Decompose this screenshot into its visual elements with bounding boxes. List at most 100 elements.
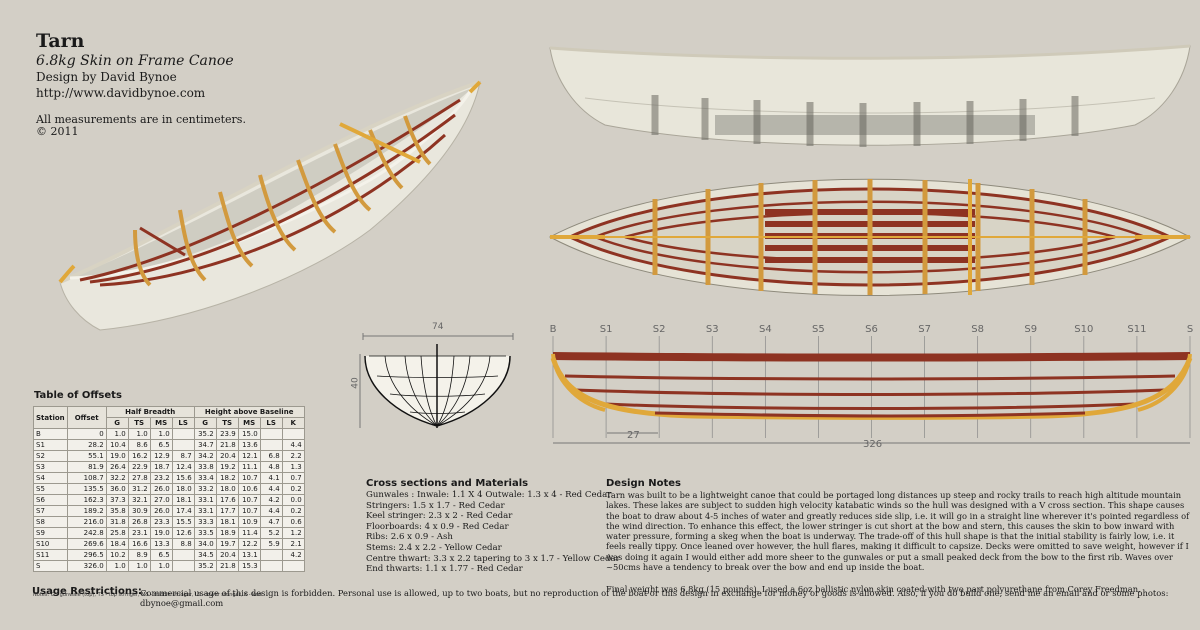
sub-header-5: TS [215, 417, 239, 429]
table-cell: S1 [33, 439, 68, 451]
table-cell: 8.8 [171, 538, 195, 550]
station-label: S9 [1024, 324, 1037, 335]
table-cell: 15.0 [237, 428, 261, 440]
group-height: Height above Baseline [193, 406, 305, 418]
table-cell: 81.9 [66, 461, 107, 473]
table-cell: 0 [66, 428, 107, 440]
table-cell: 18.1 [171, 494, 195, 506]
table-cell: 108.7 [66, 472, 107, 484]
copyright: © 2011 [36, 125, 79, 138]
table-cell: 15.5 [171, 516, 195, 528]
usage-label: Usage Restrictions: [32, 586, 142, 597]
table-cell: 17.7 [215, 505, 239, 517]
table-cell [259, 560, 283, 572]
materials-item: Floorboards: 4 x 0.9 - Red Cedar [366, 521, 509, 532]
materials-item: Keel stringer: 2.3 x 2 - Red Cedar [366, 511, 513, 522]
table-cell: 11.1 [237, 461, 261, 473]
section-width-label: 74 [432, 322, 444, 332]
table-cell: 10.7 [237, 472, 261, 484]
table-cell: 0.2 [281, 505, 305, 517]
table-cell: 2.1 [281, 538, 305, 550]
table-cell: 18.7 [149, 461, 173, 473]
table-cell: 4.2 [281, 549, 305, 561]
table-cell [171, 439, 195, 451]
table-cell: 1.0 [105, 560, 129, 572]
table-cell: 5.9 [259, 538, 283, 550]
table-cell: 8.6 [127, 439, 151, 451]
table-cell: 17.6 [215, 494, 239, 506]
table-cell: 13.6 [237, 439, 261, 451]
table-cell: 32.2 [105, 472, 129, 484]
table-cell: S9 [33, 527, 68, 539]
table-cell: 1.3 [281, 461, 305, 473]
table-cell: 26.4 [105, 461, 129, 473]
sub-header-2: MS [149, 417, 173, 429]
table-cell: 55.1 [66, 450, 107, 462]
table-cell: 33.3 [193, 516, 217, 528]
station-label: B [550, 324, 557, 335]
table-cell [171, 428, 195, 440]
station-label: S [1187, 324, 1193, 335]
table-cell: 1.2 [281, 527, 305, 539]
table-cell: 18.0 [215, 483, 239, 495]
table-cell: 35.2 [193, 428, 217, 440]
table-cell [171, 560, 195, 572]
table-cell: 13.1 [237, 549, 261, 561]
design-title: Tarn [36, 30, 85, 52]
table-cell: 4.2 [259, 494, 283, 506]
table-cell: 11.4 [237, 527, 261, 539]
table-cell: 33.5 [193, 527, 217, 539]
table-cell: 4.4 [259, 483, 283, 495]
materials-title: Cross sections and Materials [366, 478, 529, 489]
materials-item: Stems: 2.4 x 2.2 - Yellow Cedar [366, 542, 502, 553]
col-station: Station [33, 406, 68, 429]
table-cell: 26.8 [127, 516, 151, 528]
table-cell [259, 549, 283, 561]
table-cell: 33.2 [193, 483, 217, 495]
table-cell: 4.8 [259, 461, 283, 473]
table-cell: S5 [33, 483, 68, 495]
sub-header-6: MS [237, 417, 261, 429]
table-cell: 23.2 [149, 472, 173, 484]
materials-item: Gunwales : Inwale: 1.1 X 4 Outwale: 1.3 … [366, 490, 612, 500]
table-cell: 242.8 [66, 527, 107, 539]
table-cell: 17.4 [171, 505, 195, 517]
table-cell: 23.3 [149, 516, 173, 528]
table-cell: 35.8 [105, 505, 129, 517]
table-cell: 34.7 [193, 439, 217, 451]
table-cell: 20.4 [215, 450, 239, 462]
design-notes-weight: Final weight was 6.8kg (15 pounds). I us… [606, 584, 1141, 594]
design-subtitle: 6.8kg Skin on Frame Canoe [36, 53, 234, 69]
group-half-breadth: Half Breadth [105, 406, 195, 418]
table-cell: 6.8 [259, 450, 283, 462]
station-label: S10 [1074, 324, 1093, 335]
sub-header-8: K [281, 417, 305, 429]
usage-text: Commercial usage of this design is forbi… [140, 588, 1169, 608]
offsets-table: Station Offset Half Breadth Height above… [33, 406, 305, 572]
table-cell: 6.5 [149, 439, 173, 451]
sub-header-4: G [193, 417, 217, 429]
measurements-note: All measurements are in centimeters. [36, 113, 246, 126]
table-cell: 1.0 [149, 560, 173, 572]
website-link[interactable]: http://www.davidbynoe.com [36, 86, 206, 100]
table-cell: 10.7 [237, 505, 261, 517]
table-cell: 216.0 [66, 516, 107, 528]
table-cell: 26.0 [149, 505, 173, 517]
table-cell: 19.2 [215, 461, 239, 473]
table-cell: 12.9 [149, 450, 173, 462]
table-cell: 12.4 [171, 461, 195, 473]
table-cell: 30.9 [127, 505, 151, 517]
table-cell: 20.4 [215, 549, 239, 561]
design-notes-body: Tarn was built to be a lightweight canoe… [606, 490, 1190, 573]
design-notes-title: Design Notes [606, 478, 681, 489]
table-cell: 12.6 [171, 527, 195, 539]
table-cell: S6 [33, 494, 68, 506]
station-spacing-label: 27 [627, 430, 640, 441]
col-offset: Offset [66, 406, 107, 429]
station-label: S7 [918, 324, 931, 335]
table-cell: 35.2 [193, 560, 217, 572]
